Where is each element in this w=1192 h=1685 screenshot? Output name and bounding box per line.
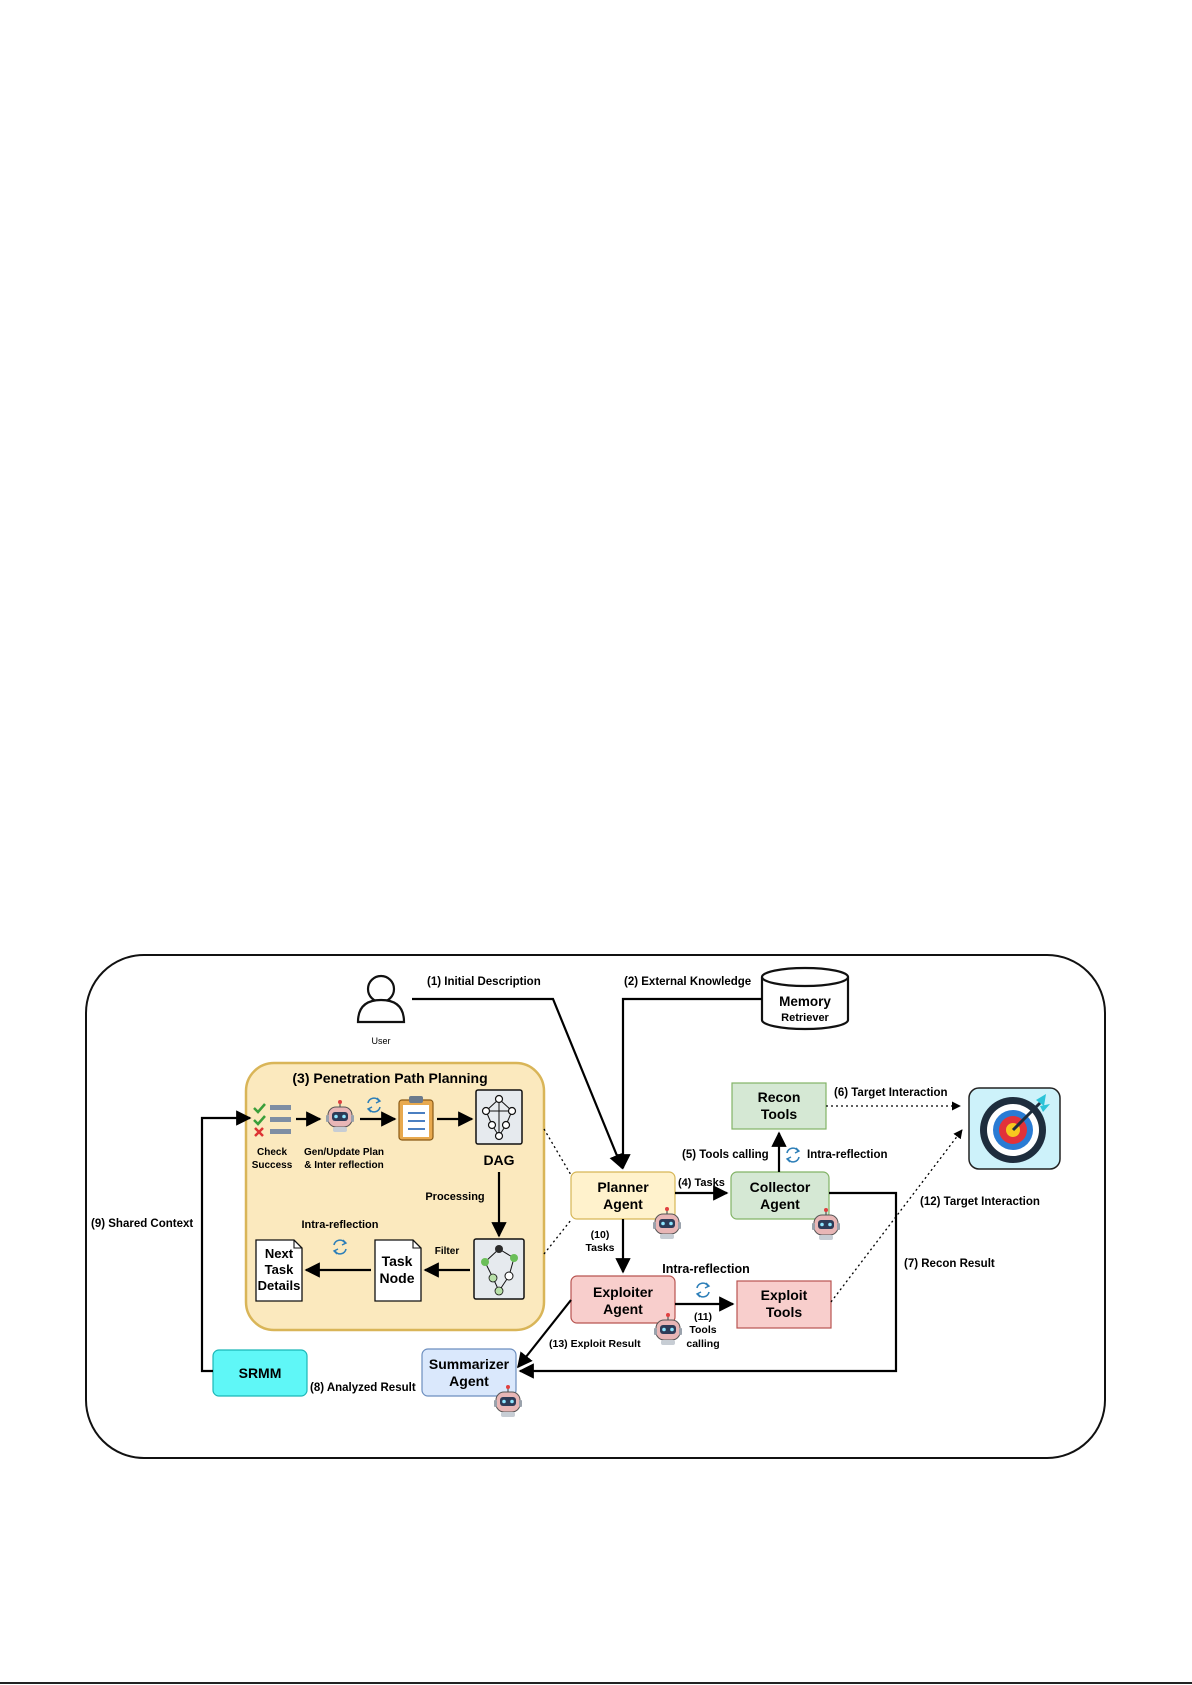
gen-update-line2: & Inter reflection [304, 1160, 383, 1171]
planning-panel-title: (3) Penetration Path Planning [292, 1070, 487, 1086]
database-icon [760, 966, 850, 1031]
edge-recon-result: (7) Recon Result [904, 1258, 995, 1270]
processing-label: Processing [425, 1191, 484, 1203]
collector-intra-reflection: Intra-reflection [807, 1149, 888, 1161]
edge-tasks-10-line2: Tasks [586, 1242, 615, 1254]
main-arrows [200, 997, 898, 1379]
srmm-label: SRMM [239, 1365, 282, 1381]
check-success-line2: Success [252, 1160, 293, 1171]
penetration-path-planning-panel [244, 1061, 546, 1332]
exploiter-agent-box [570, 1275, 676, 1324]
clipboard-icon [398, 1096, 434, 1141]
next-task-line2: Task [265, 1262, 294, 1277]
summarizer-agent-line1: Summarizer [429, 1356, 510, 1372]
summarizer-agent-line2: Agent [449, 1373, 489, 1389]
edge-tools-calling-11-line3: calling [686, 1338, 719, 1350]
exploit-tools-line2: Tools [766, 1304, 803, 1320]
checklist-icon [253, 1103, 291, 1137]
collector-agent-line1: Collector [750, 1179, 811, 1195]
gen-update-line1: Gen/Update Plan [304, 1147, 384, 1158]
exploit-tools-line1: Exploit [761, 1287, 808, 1303]
edge-initial-description: (1) Initial Description [427, 976, 541, 988]
filtered-dag-icon [473, 1238, 525, 1300]
planning-arrows [296, 1111, 507, 1278]
filter-label: Filter [435, 1246, 460, 1257]
check-success-line1: Check [257, 1147, 287, 1158]
edge-tools-calling-11-line1: (11) [694, 1311, 712, 1323]
next-task-document-icon [255, 1239, 303, 1302]
target-interaction-arrows [826, 1101, 963, 1303]
memory-retriever-line2: Retriever [781, 1012, 829, 1024]
srmm-box [212, 1349, 308, 1397]
edge-tasks: (4) Tasks [678, 1177, 725, 1189]
planner-agent-line1: Planner [597, 1179, 649, 1195]
next-task-line3: Details [258, 1278, 301, 1293]
edge-analyzed-result: (8) Analyzed Result [310, 1382, 416, 1394]
next-task-line1: Next [265, 1246, 294, 1261]
memory-retriever-line1: Memory [779, 994, 831, 1009]
exploiter-intra-reflection: Intra-reflection [662, 1262, 750, 1276]
target-icon [968, 1087, 1061, 1170]
collector-agent-line2: Agent [760, 1196, 800, 1212]
edge-tasks-10-line1: (10) [591, 1229, 610, 1241]
task-node-document-icon [374, 1239, 422, 1302]
edge-target-interaction-12: (12) Target Interaction [920, 1196, 1040, 1208]
recon-tools-line2: Tools [761, 1106, 798, 1122]
planning-intra-reflection-label: Intra-reflection [301, 1219, 378, 1231]
dag-label: DAG [483, 1152, 514, 1168]
planner-agent-line2: Agent [603, 1196, 643, 1212]
edge-external-knowledge: (2) External Knowledge [624, 976, 751, 988]
edge-tools-calling: (5) Tools calling [682, 1149, 769, 1161]
edge-target-interaction-6: (6) Target Interaction [834, 1087, 948, 1099]
recon-tools-line1: Recon [758, 1089, 801, 1105]
task-node-line1: Task [382, 1253, 413, 1269]
task-node-line2: Node [380, 1270, 415, 1286]
exploit-tools-box [736, 1280, 832, 1329]
page-bottom-rule [0, 1682, 1192, 1684]
exploiter-agent-line2: Agent [603, 1301, 643, 1317]
edge-exploit-result: (13) Exploit Result [549, 1338, 641, 1350]
exploiter-agent-line1: Exploiter [593, 1284, 653, 1300]
recon-tools-box [731, 1082, 827, 1130]
edge-shared-context: (9) Shared Context [91, 1218, 193, 1230]
planning-dotted-connectors [543, 1128, 572, 1255]
user-icon [356, 974, 406, 1024]
dag-graph-icon [475, 1089, 523, 1145]
user-label: User [371, 1036, 390, 1046]
summarizer-agent-box [421, 1348, 517, 1397]
edge-tools-calling-11-line2: Tools [689, 1324, 716, 1336]
